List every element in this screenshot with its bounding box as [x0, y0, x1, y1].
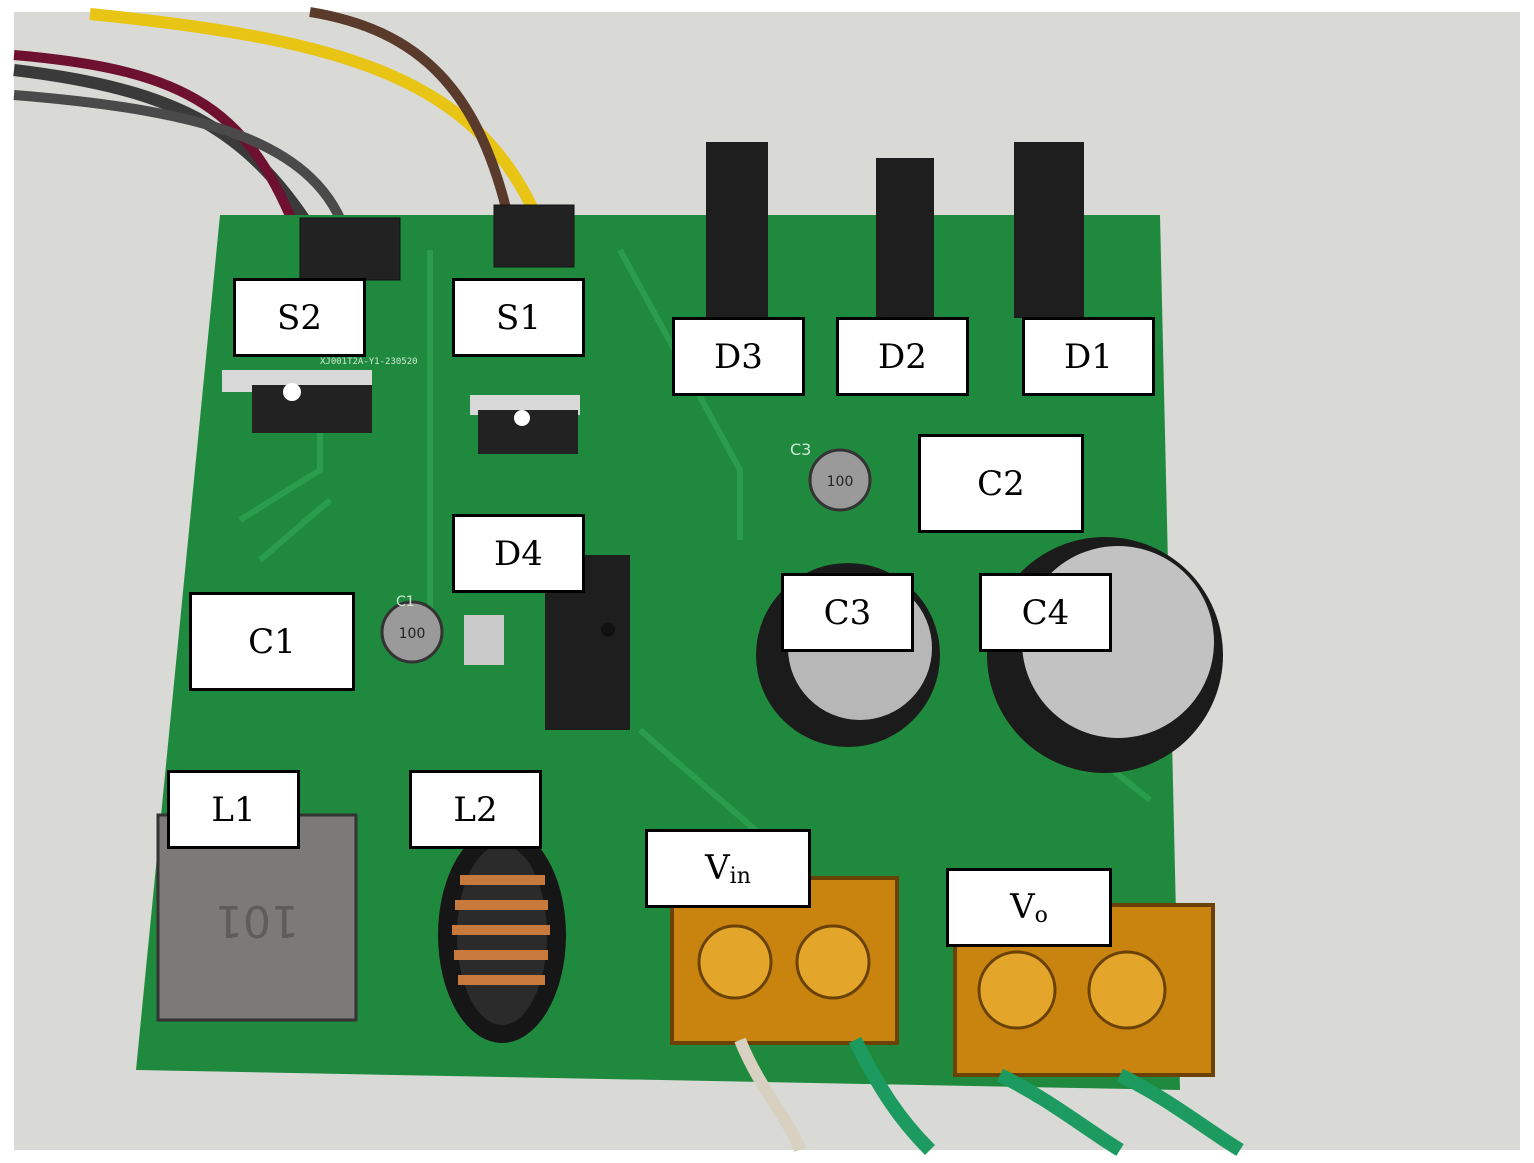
pcb-board	[136, 215, 1180, 1090]
inductor-l1-marking: 101	[215, 895, 299, 946]
wire-red	[13, 50, 305, 242]
diode-d1-body	[1014, 142, 1084, 318]
small-capacitor-c2-marking: 100	[827, 474, 854, 490]
component-leads	[464, 615, 504, 665]
label-d1: D1	[1022, 317, 1155, 396]
label-c1-text: C1	[248, 621, 296, 662]
label-vo-text: Vo	[1010, 887, 1048, 928]
label-d2-text: D2	[878, 336, 927, 377]
terminal-vin-screw-2	[795, 924, 871, 1000]
label-vin: Vin	[645, 829, 811, 908]
label-d3: D3	[672, 317, 805, 396]
label-d2: D2	[836, 317, 969, 396]
label-l1: L1	[167, 770, 300, 849]
diode-d3-body	[706, 142, 768, 318]
label-c4-text: C4	[1021, 592, 1070, 633]
inductor-l1	[156, 813, 358, 1022]
label-s2: S2	[233, 278, 366, 357]
pcb-silkscreen-id: XJ001T2A-Y1-230520	[320, 357, 418, 367]
label-c4: C4	[979, 573, 1112, 652]
label-vo-main: V	[1010, 887, 1035, 927]
wire-white	[734, 1037, 806, 1153]
label-vo-sub: o	[1034, 903, 1048, 928]
silk-c1: C1	[396, 594, 415, 610]
label-d4: D4	[452, 514, 585, 593]
wire-gray	[13, 90, 353, 242]
label-c3-text: C3	[823, 592, 872, 633]
label-vin-text: Vin	[705, 848, 751, 889]
label-d3-text: D3	[714, 336, 763, 377]
label-l2: L2	[409, 770, 542, 849]
wire-green-3	[1116, 1068, 1244, 1156]
label-s1: S1	[452, 278, 585, 357]
label-vin-sub: in	[729, 864, 751, 889]
terminal-vin-screw-1	[697, 924, 773, 1000]
wire-yellow	[89, 8, 546, 228]
small-capacitor-c2	[808, 448, 872, 512]
inductor-l2-coil	[452, 875, 550, 985]
diode-d2-body	[876, 158, 934, 318]
wire-green-2	[996, 1068, 1124, 1156]
label-c3: C3	[781, 573, 914, 652]
diode-d4-hole	[601, 623, 615, 637]
transistor-s2-body	[252, 385, 372, 433]
label-d1-text: D1	[1064, 336, 1113, 377]
label-l1-text: L1	[211, 789, 256, 830]
label-l2-text: L2	[453, 789, 498, 830]
wire-green-1	[848, 1036, 935, 1155]
connector-s2	[299, 217, 401, 281]
label-c2-text: C2	[977, 463, 1025, 504]
small-capacitor-c1-marking: 100	[399, 626, 426, 642]
connector-s1	[493, 204, 575, 268]
label-vo: Vo	[946, 868, 1112, 947]
wire-brown	[309, 7, 515, 227]
label-d4-text: D4	[494, 533, 543, 574]
label-c2: C2	[918, 434, 1084, 533]
small-capacitor-c1	[380, 600, 444, 664]
transistor-s1-hole	[514, 410, 530, 426]
label-s1-text: S1	[496, 297, 541, 338]
terminal-vo-screw-1	[977, 950, 1057, 1030]
label-vin-main: V	[705, 848, 730, 888]
transistor-s2-hole	[283, 383, 301, 401]
pcb-trace	[238, 248, 1152, 863]
silk-c3: C3	[790, 440, 811, 459]
label-c1: C1	[189, 592, 355, 691]
label-s2-text: S2	[277, 297, 322, 338]
terminal-vo-screw-2	[1087, 950, 1167, 1030]
